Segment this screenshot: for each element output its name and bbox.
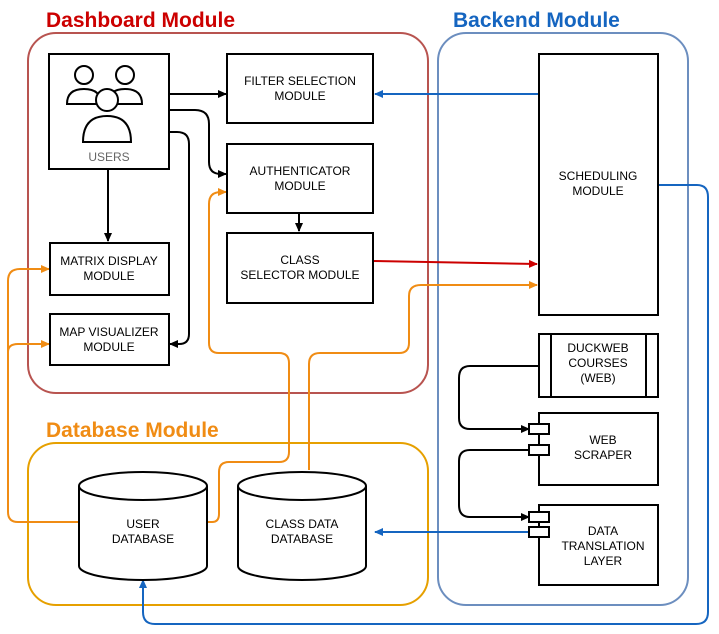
translation-label-line3: LAYER [584,554,623,568]
userdb-to-auth-arrow [208,188,290,523]
classdb-label-line1: CLASS DATA [266,517,339,531]
userdb-label-line2: DATABASE [112,532,174,546]
backend-title: Backend Module [453,9,620,32]
class-selector-to-scheduling-arrow [372,259,538,268]
matrix-display-module[interactable]: MATRIX DISPLAY MODULE [49,242,170,296]
matrix-label-line2: MODULE [83,269,134,283]
scraper-to-translation-arrow [458,449,530,521]
data-translation-layer-node[interactable]: DATA TRANSLATION LAYER [528,504,659,586]
scraper-label-line1: WEB [589,433,616,447]
scheduling-label-line1: SCHEDULING [559,169,638,183]
classdb-to-scheduling-arrow [308,281,538,470]
database-title: Database Module [46,419,219,442]
translation-label-line1: DATA [588,524,618,538]
users-to-auth-arrow [170,109,227,178]
auth-label-line1: AUTHENTICATOR [250,164,351,178]
class-selector-label-line1: CLASS [280,253,319,267]
users-to-map-arrow [169,131,190,348]
backend-group [437,32,689,606]
map-label-line2: MODULE [83,340,134,354]
dashboard-group [27,32,429,394]
translation-label-line2: TRANSLATION [561,539,644,553]
dashboard-title: Dashboard Module [46,9,235,32]
users-icon [65,65,144,143]
userdb-to-map-arrow [7,340,50,353]
matrix-label-line1: MATRIX DISPLAY [60,254,158,268]
class-selector-module[interactable]: CLASS SELECTOR MODULE [226,232,374,304]
auth-label-line2: MODULE [274,179,325,193]
duckweb-label-line2: COURSES [568,356,627,370]
filter-label-line1: FILTER SELECTION [244,74,356,88]
users-label: USERS [88,150,129,164]
userdb-label-line1: USER [126,517,160,531]
web-scraper-node[interactable]: WEB SCRAPER [528,412,659,486]
users-node[interactable]: USERS [48,53,170,170]
database-group [27,442,429,606]
map-visualizer-module[interactable]: MAP VISUALIZER MODULE [49,313,170,366]
scheduling-module[interactable]: SCHEDULING MODULE [538,53,659,316]
duckweb-label-line1: DUCKWEB [567,341,628,355]
filter-label-line2: MODULE [274,89,325,103]
duckweb-label-line3: (WEB) [580,371,615,385]
user-database-node[interactable]: USER DATABASE [78,471,208,581]
authenticator-module[interactable]: AUTHENTICATOR MODULE [226,143,374,214]
duckweb-courses-node[interactable]: DUCKWEB COURSES (WEB) [538,333,659,398]
map-label-line1: MAP VISUALIZER [59,325,158,339]
filter-selection-module[interactable]: FILTER SELECTION MODULE [226,53,374,124]
scheduling-label-line2: MODULE [572,184,623,198]
userdb-to-matrix-arrow [7,265,78,523]
class-selector-label-line2: SELECTOR MODULE [240,268,359,282]
duckweb-to-scraper-arrow [458,365,538,433]
scheduling-to-userdb-arrow [139,184,709,625]
classdb-label-line2: DATABASE [271,532,333,546]
class-data-database-node[interactable]: CLASS DATA DATABASE [237,471,367,581]
scraper-label-line2: SCRAPER [574,448,632,462]
